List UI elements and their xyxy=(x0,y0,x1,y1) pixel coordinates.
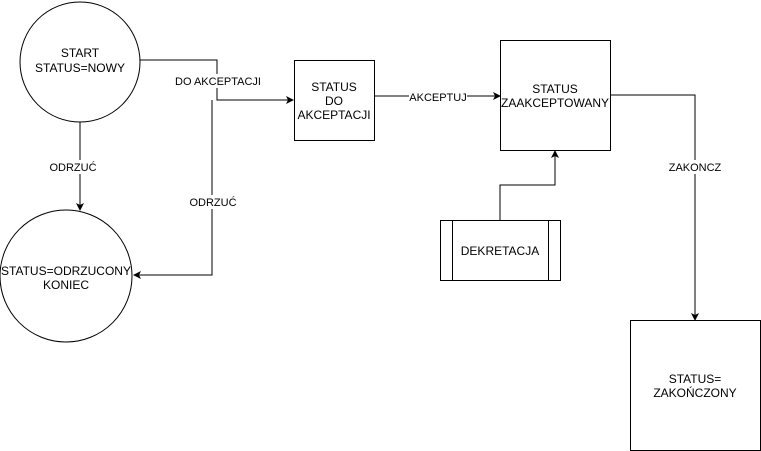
node-start[interactable]: START STATUS=NOWY xyxy=(19,1,141,123)
node-rejected-line1: STATUS=ODRZUCONY xyxy=(1,264,131,278)
node-accepted[interactable]: STATUS ZAAKCEPTOWANY xyxy=(500,40,611,151)
node-decree[interactable]: DEKRETACJA xyxy=(440,220,561,281)
node-accepted-line1: STATUS xyxy=(532,82,578,96)
edge-label-accept-reject: ODRZUĆ xyxy=(189,196,236,209)
edge-label-to-accept: DO AKCEPTACJI xyxy=(175,76,261,88)
edge-label-start-reject: ODRZUĆ xyxy=(49,161,96,174)
node-start-line2: STATUS=NOWY xyxy=(35,61,125,75)
node-finished[interactable]: STATUS= ZAKOŃCZONY xyxy=(630,320,761,451)
node-to-accept[interactable]: STATUS DO AKCEPTACJI xyxy=(294,60,375,141)
node-rejected[interactable]: STATUS=ODRZUCONY KONIEC xyxy=(0,209,133,343)
edge-label-accept: AKCEPTUJ xyxy=(409,92,466,104)
edge-finish[interactable] xyxy=(610,94,699,321)
edge-decree[interactable] xyxy=(499,150,559,220)
edge-label-finish: ZAKONCZ xyxy=(669,162,722,174)
node-accepted-line2: ZAAKCEPTOWANY xyxy=(501,96,609,110)
node-finished-line2: ZAKOŃCZONY xyxy=(653,385,736,400)
node-rejected-line2: KONIEC xyxy=(43,278,89,292)
node-to-accept-line3: AKCEPTACJI xyxy=(297,108,370,122)
node-to-accept-line2: DO xyxy=(325,94,343,108)
edge-accept-reject[interactable] xyxy=(133,100,213,279)
node-finished-line1: STATUS= xyxy=(669,372,722,386)
node-start-line1: START xyxy=(61,46,100,60)
node-to-accept-line1: STATUS xyxy=(311,80,357,94)
node-decree-label: DEKRETACJA xyxy=(461,244,539,258)
